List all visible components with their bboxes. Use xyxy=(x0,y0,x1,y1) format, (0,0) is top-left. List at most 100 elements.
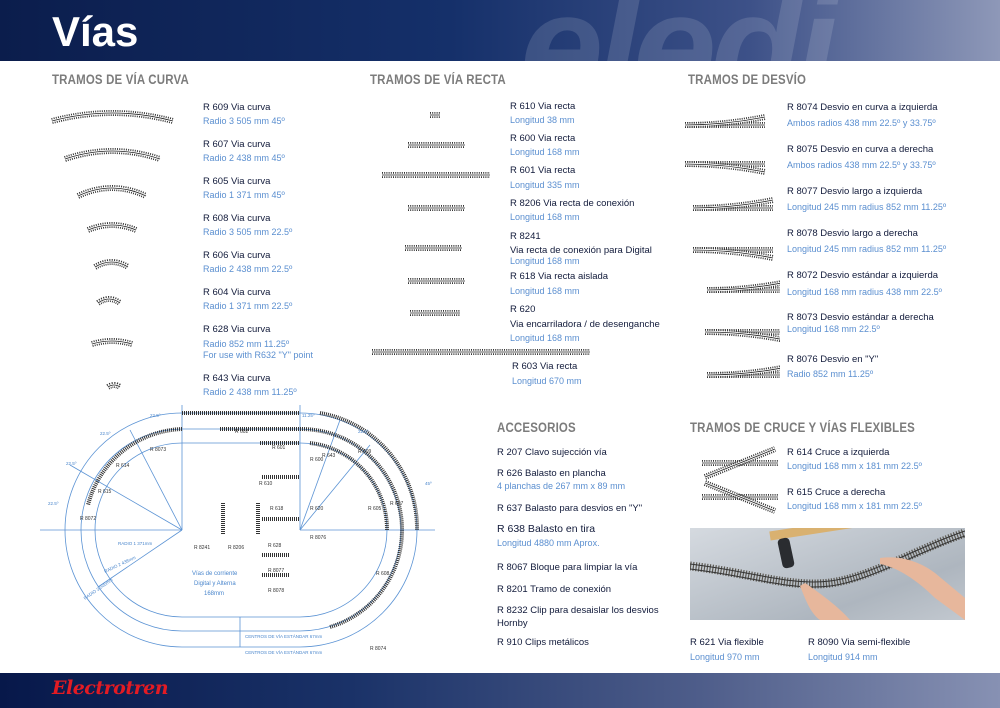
hammer-head xyxy=(777,537,795,569)
accessory-desc: Longitud 4880 mm Aprox. xyxy=(497,538,600,548)
diagram-label: R 602 xyxy=(235,429,249,435)
product-name: Via recta de conexión para Digital xyxy=(510,245,652,256)
angle-label: 22.5º xyxy=(358,429,369,434)
centros-label: CENTROS DE VÍA ESTÁNDAR 67mm xyxy=(245,649,323,655)
track-piece xyxy=(87,224,137,231)
diagram-note: Digital y Alterna xyxy=(194,581,236,587)
track-piece xyxy=(685,163,766,173)
diagram-note: 168mm xyxy=(204,591,224,597)
product-title: R 628 Via curva xyxy=(203,324,271,335)
product-desc: Radio 1 371 mm 45º xyxy=(203,190,285,200)
product-title: R 606 Via curva xyxy=(203,250,271,261)
track-piece xyxy=(94,261,129,268)
diagram-label: R 628 xyxy=(268,543,282,549)
accessory-desc: 4 planchas de 267 mm x 89 mm xyxy=(497,481,626,491)
product-desc: Radio 852 mm 11.25º xyxy=(787,369,874,379)
product-title: R 8075 Desvio en curva a derecha xyxy=(787,144,934,155)
product-desc: Radio 2 438 mm 45º xyxy=(203,153,285,163)
track-piece xyxy=(704,331,780,340)
page-header: eledi Vías xyxy=(0,0,1000,61)
product-title: R 643 Via curva xyxy=(203,373,271,384)
section-heading-cruce: TRAMOS DE CRUCE Y VÍAS FLEXIBLES xyxy=(690,420,915,435)
diagram-label: R 607 xyxy=(390,501,404,507)
accessory-title: R 207 Clavo sujección vía xyxy=(497,447,607,458)
product-desc: Longitud 38 mm xyxy=(510,115,575,125)
flexible-track-photo xyxy=(690,528,965,620)
product-desc: Longitud 970 mm xyxy=(690,652,760,662)
track-piece xyxy=(97,298,121,304)
product-desc: Longitud 168 mm xyxy=(510,256,580,266)
product-title: R 610 Via recta xyxy=(510,101,576,112)
product-desc: Radio 852 mm 11.25º xyxy=(203,339,290,349)
flexible-track xyxy=(690,528,965,589)
product-title: R 8077 Desvio largo a izquierda xyxy=(787,186,923,197)
diagram-label: R 8241 xyxy=(194,545,210,551)
hammer-handle xyxy=(769,528,853,541)
section-heading-curva: TRAMOS DE VÍA CURVA xyxy=(52,72,189,87)
diagram-label: R 615 xyxy=(98,489,112,495)
diagram-label: R 8074 xyxy=(370,646,386,652)
track-layout-diagram: R 602 R 601 R 600 R 610 R 618 R 620 R 80… xyxy=(40,405,435,655)
angle-label: 22.5º xyxy=(100,431,111,436)
page-footer: Electrotren xyxy=(0,673,1000,708)
product-title: R 8090 Via semi-flexible xyxy=(808,637,911,648)
angle-label: 11.25º xyxy=(302,413,315,418)
accessory-title: R 8232 Clip para desaislar los desvios xyxy=(497,605,659,616)
product-title: R 608 Via curva xyxy=(203,213,271,224)
brand-watermark: eledi xyxy=(520,0,838,61)
diagram-label: R 600 xyxy=(310,457,324,463)
hand xyxy=(880,557,965,620)
track-piece xyxy=(685,116,766,126)
accessory-title: R 910 Clips metálicos xyxy=(497,637,589,648)
product-desc: Longitud 168 mm 22.5º xyxy=(787,324,880,334)
product-title: R 621 Via flexible xyxy=(690,637,764,648)
product-title: R 605 Via curva xyxy=(203,176,271,187)
diagram-label: R 8078 xyxy=(268,588,284,594)
product-note: For use with R632 "Y" point xyxy=(203,350,313,360)
product-desc: Longitud 245 mm radius 852 mm 11.25º xyxy=(787,244,947,254)
product-desc: Longitud 168 mm xyxy=(510,333,580,343)
track-piece xyxy=(51,112,174,122)
product-title: R 8241 xyxy=(510,231,541,242)
page-title: Vías xyxy=(52,8,139,55)
electrotren-logo: Electrotren xyxy=(52,677,169,699)
diagram-label: R 643 xyxy=(322,453,336,459)
accessory-note: Hornby xyxy=(497,618,528,629)
product-title: R 620 xyxy=(510,304,536,315)
product-desc: Longitud 168 mm xyxy=(510,147,580,157)
diagram-label: R 614 xyxy=(116,463,130,469)
product-title: R 614 Cruce a izquierda xyxy=(787,447,890,458)
product-title: R 604 Via curva xyxy=(203,287,271,298)
product-title: R 8072 Desvio estándar a izquierda xyxy=(787,270,939,281)
product-desc: Ambos radios 438 mm 22.5º y 33.75º xyxy=(787,118,936,128)
product-desc: Radio 1 371 mm 22.5º xyxy=(203,301,293,311)
turnout-images xyxy=(685,114,780,378)
product-title: R 603 Via recta xyxy=(512,361,578,372)
curve-track-images xyxy=(51,110,174,390)
track-piece xyxy=(704,482,776,512)
diagram-label: R 8206 xyxy=(228,545,244,551)
track-piece xyxy=(107,384,121,388)
accessory-title: R 8067 Bloque para limpiar la vía xyxy=(497,562,638,573)
product-title: R 609 Via curva xyxy=(203,102,271,113)
product-title: R 8076 Desvio en "Y" xyxy=(787,354,879,365)
track-piece xyxy=(706,367,780,376)
angle-label: 22.5º xyxy=(66,461,77,466)
diagram-label: R 608 xyxy=(376,571,390,577)
section-heading-accesorios: ACCESORIOS xyxy=(497,420,576,435)
product-title: R 8078 Desvio largo a derecha xyxy=(787,228,918,239)
product-desc: Longitud 168 mm xyxy=(510,212,580,222)
diagram-label: R 605 xyxy=(368,506,382,512)
product-desc: Longitud 245 mm radius 852 mm 11.25º xyxy=(787,202,947,212)
product-desc: Longitud 914 mm xyxy=(808,652,878,662)
diagram-label: R 8077 xyxy=(268,568,284,574)
accessory-title: R 626 Balasto en plancha xyxy=(497,468,606,479)
diagram-label: R 618 xyxy=(270,506,284,512)
diagram-label: R 620 xyxy=(310,506,324,512)
product-desc: Longitud 168 mm x 181 mm 22.5º xyxy=(787,501,922,511)
track-piece xyxy=(77,187,147,197)
track-piece xyxy=(91,340,133,345)
product-desc: Longitud 335 mm xyxy=(510,180,580,190)
angle-label: 45º xyxy=(425,481,432,486)
product-desc: Longitud 670 mm xyxy=(512,376,582,386)
